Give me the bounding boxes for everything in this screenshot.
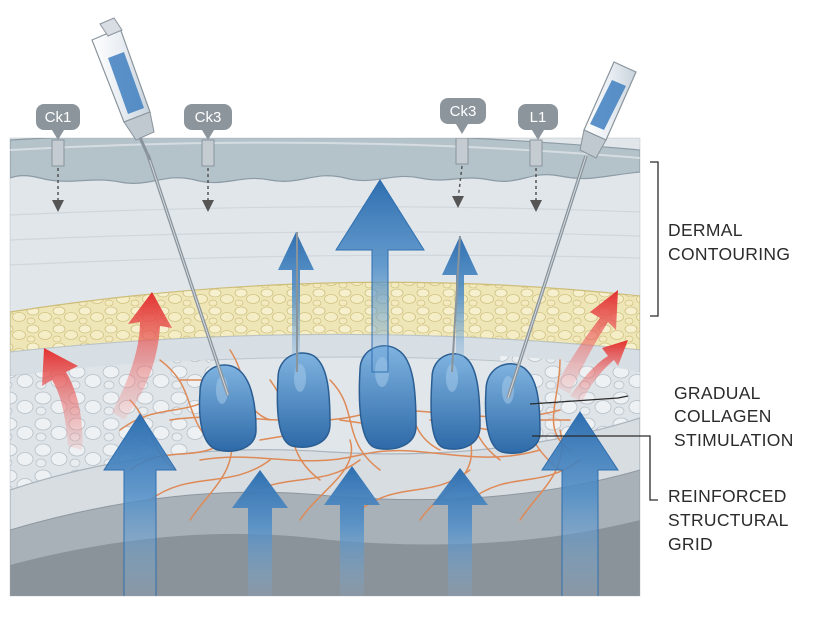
arrow-blue-bottom-left	[103, 413, 177, 596]
side-labels: DERMAL CONTOURING GRADUAL COLLAGEN STIMU…	[668, 220, 794, 554]
arrow-red-left-curved	[112, 292, 172, 420]
syringe-right	[579, 61, 637, 159]
arrow-blue-bottom-right	[541, 411, 619, 596]
arrow-red-left-edge	[42, 348, 83, 450]
arrow-blue-bottom-3	[324, 466, 380, 596]
bracket-dermal	[650, 161, 659, 317]
deposit-2	[276, 352, 331, 448]
tissue-block	[10, 138, 640, 596]
marker-ck3-left-label: Ck3	[195, 109, 222, 126]
marker-ck1-label: Ck1	[45, 109, 72, 126]
pin-shaft-ck3-left	[201, 139, 215, 212]
deposit-4	[430, 353, 481, 450]
marker-ck3-left: Ck3	[184, 104, 232, 140]
pin-shaft-l1-right	[529, 139, 543, 212]
label-grid-line1: REINFORCED	[668, 486, 787, 506]
pin-shaft-ck1-left	[51, 139, 65, 212]
leader-collagen	[529, 395, 629, 405]
deposit-1	[198, 364, 257, 452]
marker-l1-right: L1	[518, 104, 558, 140]
arrow-red-right-2	[570, 340, 628, 402]
label-grid-line3: GRID	[668, 534, 713, 554]
label-dermal-line2: CONTOURING	[668, 244, 790, 264]
deposit-5	[484, 363, 541, 454]
marker-ck3-right: Ck3	[440, 98, 486, 134]
callouts	[529, 161, 659, 501]
label-collagen-line3: STIMULATION	[674, 430, 794, 450]
pin-shaft-ck3-right	[452, 138, 469, 208]
needle-right	[506, 155, 588, 399]
leader-grid	[532, 435, 658, 501]
arrow-blue-bottom-2	[232, 470, 288, 596]
label-collagen-line2: COLLAGEN	[674, 406, 772, 426]
marker-ck3-right-label: Ck3	[450, 103, 477, 120]
arrow-blue-bottom-4	[432, 468, 488, 596]
cannula-center-right	[451, 235, 461, 373]
label-collagen-line1: GRADUAL	[674, 383, 761, 403]
lift-arrows-red	[42, 290, 628, 450]
label-grid-line2: STRUCTURAL	[668, 510, 789, 530]
syringe-left	[91, 17, 155, 161]
label-dermal-line1: DERMAL	[668, 220, 743, 240]
filler-deposits	[198, 345, 541, 454]
arrow-red-right-1	[556, 290, 618, 394]
marker-l1-label: L1	[530, 109, 547, 126]
injection-pins	[51, 138, 543, 212]
marker-pins: Ck1 Ck3 Ck3 L1	[36, 98, 558, 140]
needle-left	[146, 154, 230, 396]
arrow-blue-center-large	[335, 179, 425, 373]
epidermis-layer	[10, 138, 640, 184]
marker-ck1-left: Ck1	[36, 104, 80, 140]
arrow-blue-right-thin	[442, 236, 478, 372]
